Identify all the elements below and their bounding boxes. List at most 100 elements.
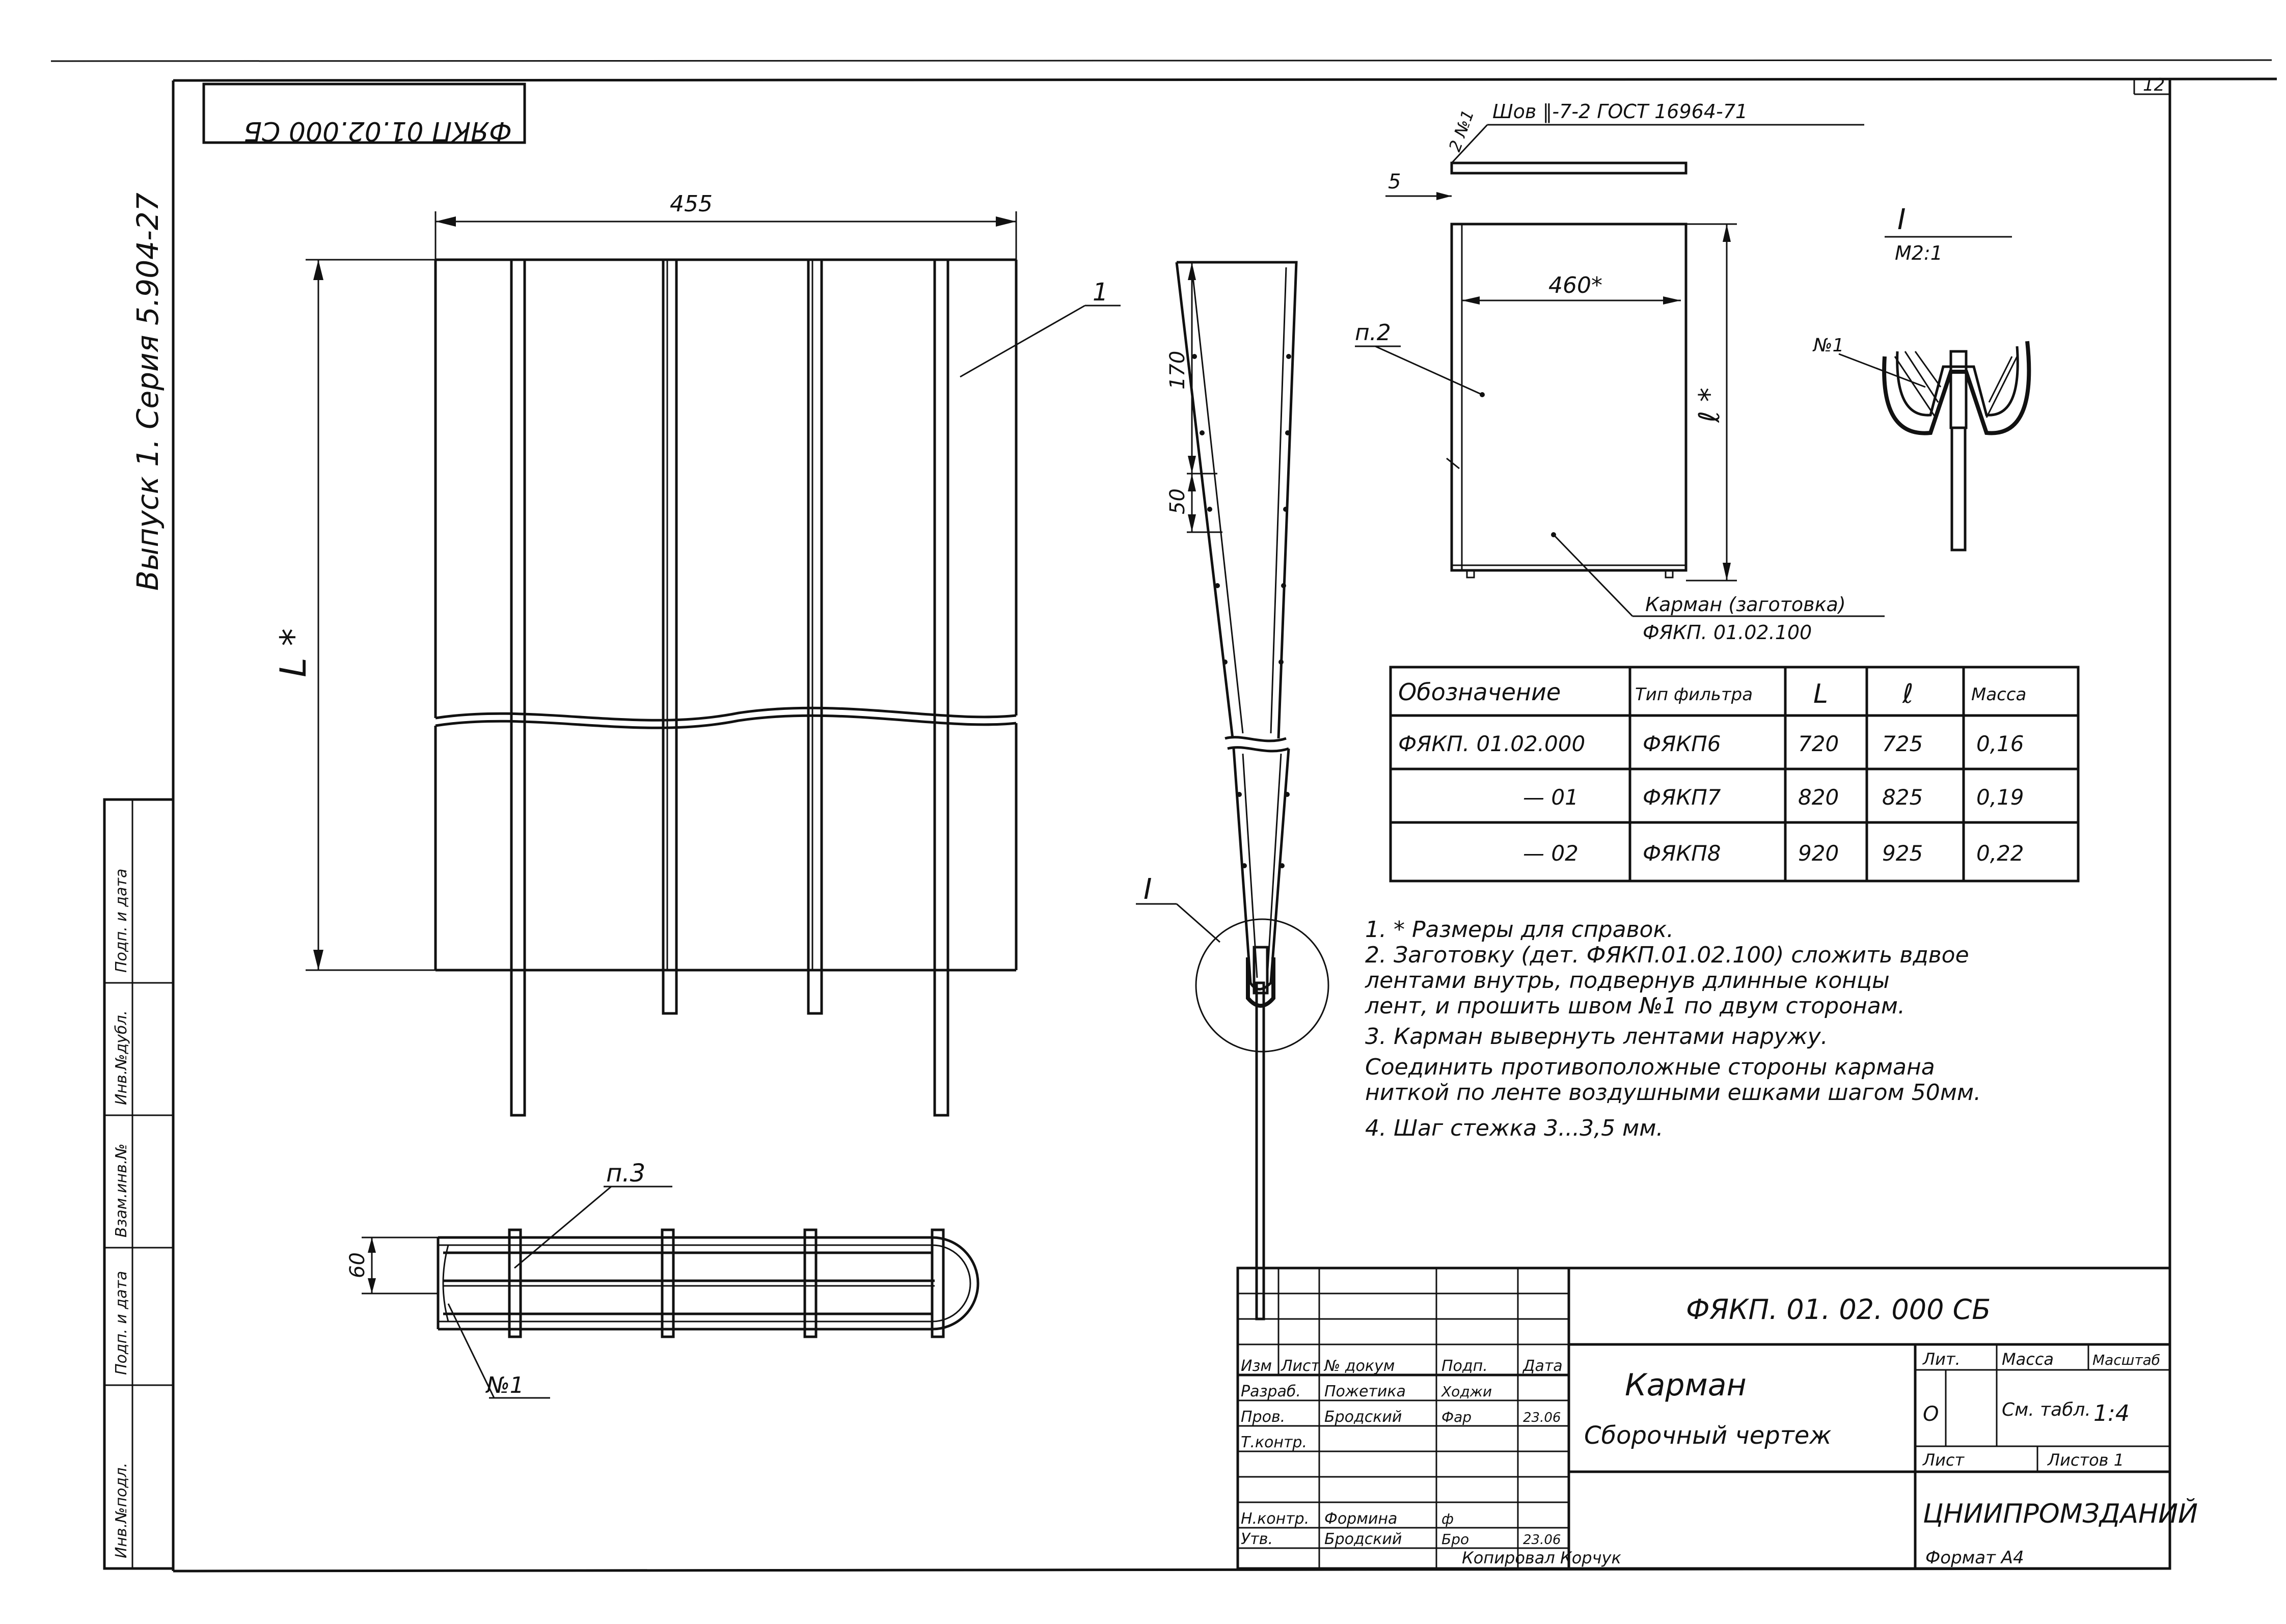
tb-scale-label: Масштаб xyxy=(2092,1352,2160,1368)
tb-copied: Копировал Корчук xyxy=(1462,1548,1621,1567)
table-cell: 925 xyxy=(1882,841,1923,866)
note-line: 3. Карман вывернуть лентами наружу. xyxy=(1365,1024,1828,1050)
detail-title: I xyxy=(1897,203,1906,236)
table-header-mass: Масса xyxy=(1971,684,2026,705)
detail-scale: М2:1 xyxy=(1895,242,1943,264)
tb-col-doc: № докум xyxy=(1323,1357,1395,1375)
plan-view: п.3 60 №1 xyxy=(346,1159,979,1399)
side-dim-170: 170 xyxy=(1166,351,1189,390)
note-line: лент, и прошить швом №1 по двум сторонам… xyxy=(1365,993,1905,1019)
table-cell: ФЯКП. 01.02.000 xyxy=(1398,731,1585,756)
tb-sign: Бро xyxy=(1441,1531,1469,1548)
tb-date: 23.06 xyxy=(1523,1532,1561,1548)
stamp-podp-data-2: Подп. и дата xyxy=(113,869,130,973)
detail-view: I М2:1 №1 xyxy=(1812,203,2031,552)
table-cell: — 01 xyxy=(1523,785,1579,810)
tb-role: Пров. xyxy=(1241,1408,1285,1426)
tb-scale-value: 1:4 xyxy=(2093,1400,2130,1426)
tb-date: 23.06 xyxy=(1523,1410,1561,1425)
variant-table: Обозначение Тип фильтра L ℓ Масса ФЯКП. … xyxy=(1389,666,2080,883)
table-cell: 725 xyxy=(1882,731,1923,756)
tb-org: ЦНИИПРОМЗДАНИЙ xyxy=(1923,1498,2198,1529)
stamp-inv-dubl: Инв.№дубл. xyxy=(113,1010,130,1105)
table-cell: ФЯКП7 xyxy=(1643,785,1721,810)
side-detail-ref: I xyxy=(1144,873,1152,906)
tb-role: Разраб. xyxy=(1241,1383,1301,1400)
note-line: 2. Заготовку (дет. ФЯКП.01.02.100) сложи… xyxy=(1365,942,1969,968)
rotated-code: ФЯКП 01.02.000 СБ xyxy=(243,116,512,146)
tb-doc-type: Сборочный чертеж xyxy=(1584,1421,1832,1450)
tb-sheet-label: Лист xyxy=(1922,1450,1965,1470)
table-cell: ФЯКП6 xyxy=(1643,731,1721,756)
table-header-designation: Обозначение xyxy=(1398,678,1561,706)
blank-dim-gap: 5 xyxy=(1388,170,1401,194)
table-cell: 820 xyxy=(1798,785,1839,810)
tb-name: Пожетика xyxy=(1324,1383,1406,1400)
tb-col-sign: Подп. xyxy=(1441,1357,1488,1375)
side-dim-50: 50 xyxy=(1166,488,1189,514)
blank-name-1: Карман (заготовка) xyxy=(1645,593,1846,616)
front-height-dim: L * xyxy=(273,628,314,677)
tb-col-izm: Изм xyxy=(1241,1357,1272,1375)
series-label: Выпуск 1. Серия 5.904-27 xyxy=(130,192,165,591)
note-line: Соединить противоположные стороны карман… xyxy=(1365,1054,1935,1080)
blank-name-2: ФЯКП. 01.02.100 xyxy=(1643,621,1812,644)
table-cell: 0,19 xyxy=(1976,785,2024,810)
table-cell: 0,16 xyxy=(1976,731,2024,756)
tb-role: Т.контр. xyxy=(1241,1434,1307,1451)
tb-name: Бродский xyxy=(1324,1408,1402,1426)
tb-name-title: Карман xyxy=(1625,1367,1747,1403)
tb-sheets-label: Листов 1 xyxy=(2047,1450,2124,1470)
notes: 1. * Размеры для справок. 2. Заготовку (… xyxy=(1365,917,1981,1141)
blank-view: Шов ‖-7-2 ГОСТ 16964-71 2 №1 5 460* ℓ * … xyxy=(1355,100,1885,644)
tb-sign: ф xyxy=(1441,1510,1454,1527)
tb-col-date: Дата xyxy=(1522,1357,1563,1375)
tb-mass-value: См. табл. xyxy=(2002,1399,2091,1420)
blank-dim-height: ℓ * xyxy=(1693,388,1726,423)
plan-dim: 60 xyxy=(346,1252,369,1278)
tb-lit-value: О xyxy=(1923,1402,1939,1426)
blank-dim-width: 460* xyxy=(1548,272,1602,298)
stamp-inv-podl: Инв.№подл. xyxy=(113,1463,130,1558)
note-line: ниткой по ленте воздушными ешками шагом … xyxy=(1365,1080,1981,1106)
table-cell: ФЯКП8 xyxy=(1643,841,1721,866)
blank-part-label: п.2 xyxy=(1355,320,1391,346)
plan-seam-no: №1 xyxy=(485,1372,524,1398)
table-cell: 720 xyxy=(1798,731,1839,756)
stamp-vzam-inv: Взам.инв.№ xyxy=(113,1143,130,1237)
blank-seam-label: Шов ‖-7-2 ГОСТ 16964-71 xyxy=(1492,100,1748,123)
front-callout-1: 1 xyxy=(1093,278,1108,307)
tb-lit-label: Лит. xyxy=(1922,1350,1961,1369)
blank-seam-no: 2 №1 xyxy=(1445,107,1478,154)
table-header-L: L xyxy=(1813,679,1828,709)
note-line: 4. Шаг стежка 3...3,5 мм. xyxy=(1365,1115,1663,1141)
tb-sign: Ходжи xyxy=(1440,1383,1492,1400)
note-line: лентами внутрь, подвернув длинные концы xyxy=(1365,968,1890,994)
tb-role: Утв. xyxy=(1241,1530,1273,1548)
table-header-l: ℓ xyxy=(1902,679,1913,709)
front-width-dim: 455 xyxy=(670,191,713,217)
table-header-filter-type: Тип фильтра xyxy=(1635,684,1753,705)
title-block: Изм Лист № докум Подп. Дата Разраб. Поже… xyxy=(1236,1267,2198,1570)
plan-studs xyxy=(508,1228,945,1338)
table-cell: 920 xyxy=(1798,841,1839,866)
front-view: 455 L * 1 xyxy=(273,191,1121,1117)
tb-format: Формат А4 xyxy=(1925,1548,2024,1568)
table-cell: 825 xyxy=(1882,785,1923,810)
tb-name: Формина xyxy=(1324,1510,1397,1528)
detail-circle xyxy=(1195,918,1329,1053)
side-view: I 170 50 xyxy=(1136,261,1329,1320)
tb-name: Бродский xyxy=(1324,1530,1402,1548)
stamp-podp-data-1: Подп. и дата xyxy=(113,1271,130,1375)
tb-mass-label: Масса xyxy=(2002,1350,2054,1369)
side-stamp: Инв.№подл. Подп. и дата Взам.инв.№ Инв.№… xyxy=(103,798,175,1570)
table-cell: — 02 xyxy=(1523,841,1579,866)
tb-col-list: Лист xyxy=(1281,1357,1321,1375)
side-stitches xyxy=(1192,354,1291,868)
detail-seam-no: №1 xyxy=(1812,335,1844,356)
table-cell: 0,22 xyxy=(1976,841,2024,866)
tb-role: Н.контр. xyxy=(1241,1510,1309,1528)
rotated-code-box: ФЯКП 01.02.000 СБ xyxy=(202,82,526,146)
plan-part-label: п.3 xyxy=(606,1159,645,1188)
tb-doc-code: ФЯКП. 01. 02. 000 СБ xyxy=(1686,1293,1991,1326)
